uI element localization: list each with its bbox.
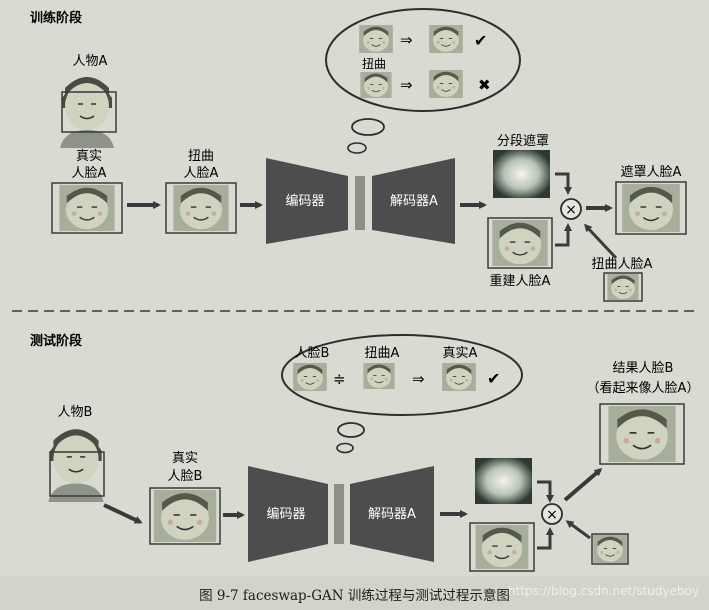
- test-check-mark: ✔: [487, 369, 500, 388]
- train-person-label: 人物A: [73, 54, 108, 69]
- test-bubble-face-b-label: 人脸B: [295, 346, 330, 361]
- bubble-face-bad: [429, 70, 463, 98]
- test-multiply-symbol: ×: [546, 507, 558, 523]
- test-result-label-1: 结果人脸B: [613, 361, 674, 376]
- result-face: [608, 406, 675, 462]
- test-bubble-face-distorted: [363, 363, 394, 389]
- real-face-a: [59, 185, 114, 231]
- test-section-title: 测试阶段: [30, 333, 82, 349]
- test-thought-dot-small: [337, 444, 353, 453]
- train-thought-bubble: [326, 9, 520, 111]
- real-face-b: [154, 490, 216, 542]
- test-real-label-1: 真实: [172, 451, 198, 466]
- test-approx-symbol: ≑: [333, 370, 346, 388]
- train-encoder-label: 编码器: [285, 194, 324, 209]
- bubble-arrow-2: ⇒: [400, 76, 413, 94]
- test-small-face: [593, 535, 627, 563]
- train-reconstruct-label: 重建人脸A: [490, 273, 551, 289]
- test-mask-connector: [537, 482, 550, 500]
- test-arrow-from-small: [568, 522, 590, 538]
- bubble-distort-label: 扭曲: [362, 57, 386, 71]
- train-arrow-from-distorted: [586, 226, 616, 258]
- test-result-label-2: （看起来像人脸A）: [587, 380, 700, 396]
- test-decoder-label: 解码器A: [368, 507, 416, 522]
- train-mask-image: [493, 150, 550, 198]
- test-bubble-face-b: [293, 363, 327, 391]
- test-bubble-face-real: [442, 363, 476, 391]
- bubble-check-mark: ✔: [474, 31, 487, 50]
- bubble-face-good: [429, 25, 463, 53]
- bubble-face-input: [359, 25, 393, 53]
- watermark: https://blog.csdn.net/studyeboy: [508, 584, 699, 598]
- distorted-face-a: [173, 185, 228, 231]
- small-distorted-face: [607, 274, 638, 300]
- test-bubble-distort-label: 扭曲A: [365, 346, 400, 361]
- train-masked-label: 遮罩人脸A: [621, 164, 682, 180]
- train-section-title: 训练阶段: [30, 10, 82, 26]
- train-mask-label: 分段遮罩: [497, 133, 549, 149]
- test-person-label: 人物B: [58, 405, 93, 420]
- train-distorted-face-label: 扭曲人脸A: [592, 257, 653, 272]
- test-reconstructed-face: [476, 525, 529, 569]
- bubble-arrow-1: ⇒: [400, 31, 413, 49]
- train-latent-bar: [355, 176, 365, 230]
- test-arrow-1: [104, 505, 140, 522]
- train-thought-dot-large: [352, 119, 384, 135]
- test-latent-bar: [334, 484, 344, 544]
- test-bubble-arrow: ⇒: [412, 370, 425, 388]
- person-a-avatar: [60, 77, 114, 148]
- train-thought-dot-small: [348, 143, 366, 153]
- test-bubble-real-label: 真实A: [443, 346, 478, 361]
- test-mask-image: [475, 458, 532, 504]
- train-real-label-1: 真实: [76, 149, 102, 164]
- person-b-avatar: [48, 429, 103, 502]
- train-mask-connector: [555, 174, 568, 192]
- test-encoder-label: 编码器: [266, 507, 305, 522]
- bubble-face-distorted: [360, 72, 391, 98]
- train-reconstruct-connector: [555, 226, 568, 245]
- test-arrow-to-result: [565, 470, 600, 500]
- train-distort-label-2: 人脸A: [184, 166, 219, 181]
- train-real-label-2: 人脸A: [72, 166, 107, 181]
- train-decoder-label: 解码器A: [390, 194, 438, 209]
- reconstructed-face-a: [492, 220, 547, 266]
- masked-face-a: [622, 184, 680, 232]
- test-real-label-2: 人脸B: [168, 469, 203, 484]
- bubble-cross-mark: ✖: [478, 76, 491, 94]
- train-distort-label-1: 扭曲: [188, 149, 214, 164]
- test-thought-dot-large: [338, 423, 364, 437]
- test-reconstruct-connector: [537, 530, 550, 548]
- train-multiply-symbol: ×: [565, 202, 577, 218]
